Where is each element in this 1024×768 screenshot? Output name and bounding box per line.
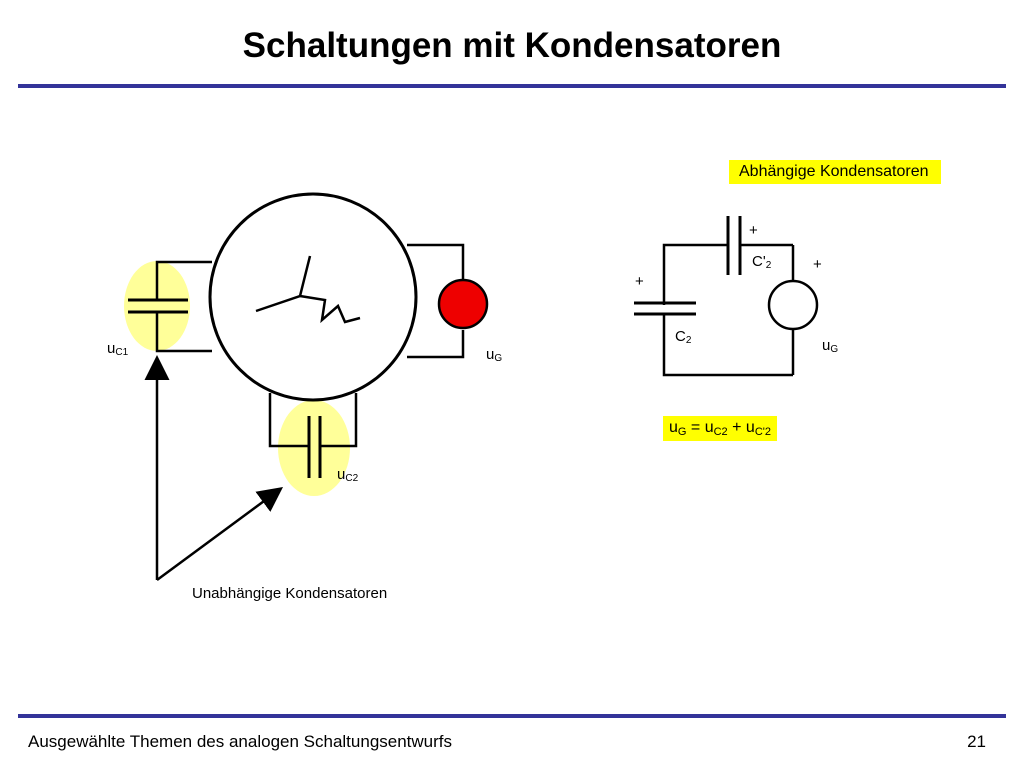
- heading-dependent: Abhängige Kondensatoren: [729, 160, 941, 184]
- c1-wire: [155, 260, 212, 300]
- plus-left: +: [635, 273, 644, 290]
- label-uc2: uC2: [337, 466, 359, 484]
- footer-text: Ausgewählte Themen des analogen Schaltun…: [28, 732, 453, 751]
- c2-wire: [268, 393, 309, 448]
- right-loop-top: [662, 243, 728, 305]
- voltage-source-red: [437, 278, 489, 330]
- right-loop-bottom: [662, 315, 793, 377]
- page-number: 21: [967, 732, 986, 751]
- uc2-highlight: [278, 400, 350, 496]
- left-circuit: [124, 192, 489, 582]
- plus-top: +: [749, 222, 758, 239]
- label-c2-prime: C'2: [752, 253, 772, 271]
- plus-right: +: [813, 256, 822, 273]
- indicator-arrow-diag: [156, 487, 284, 582]
- network-zigzag: [299, 294, 361, 324]
- right-voltage-source: [767, 279, 819, 331]
- slide-title: Schaltungen mit Kondensatoren: [242, 26, 782, 65]
- uc1-highlight: [124, 261, 190, 351]
- label-c2: C2: [675, 328, 692, 346]
- label-ug-right: uG: [822, 337, 839, 355]
- caption-independent: Unabhängige Kondensatoren: [192, 585, 388, 602]
- equation-box: uG = uC2 + uC'2: [663, 416, 777, 441]
- label-uc1: uC1: [107, 340, 129, 358]
- title-divider: [18, 84, 1006, 88]
- network-symbol: [255, 255, 312, 313]
- footer-divider: [18, 714, 1006, 718]
- network-circle: [208, 192, 418, 402]
- right-circuit: [634, 216, 819, 377]
- label-ug-left: uG: [486, 346, 503, 364]
- source-wire: [407, 243, 465, 280]
